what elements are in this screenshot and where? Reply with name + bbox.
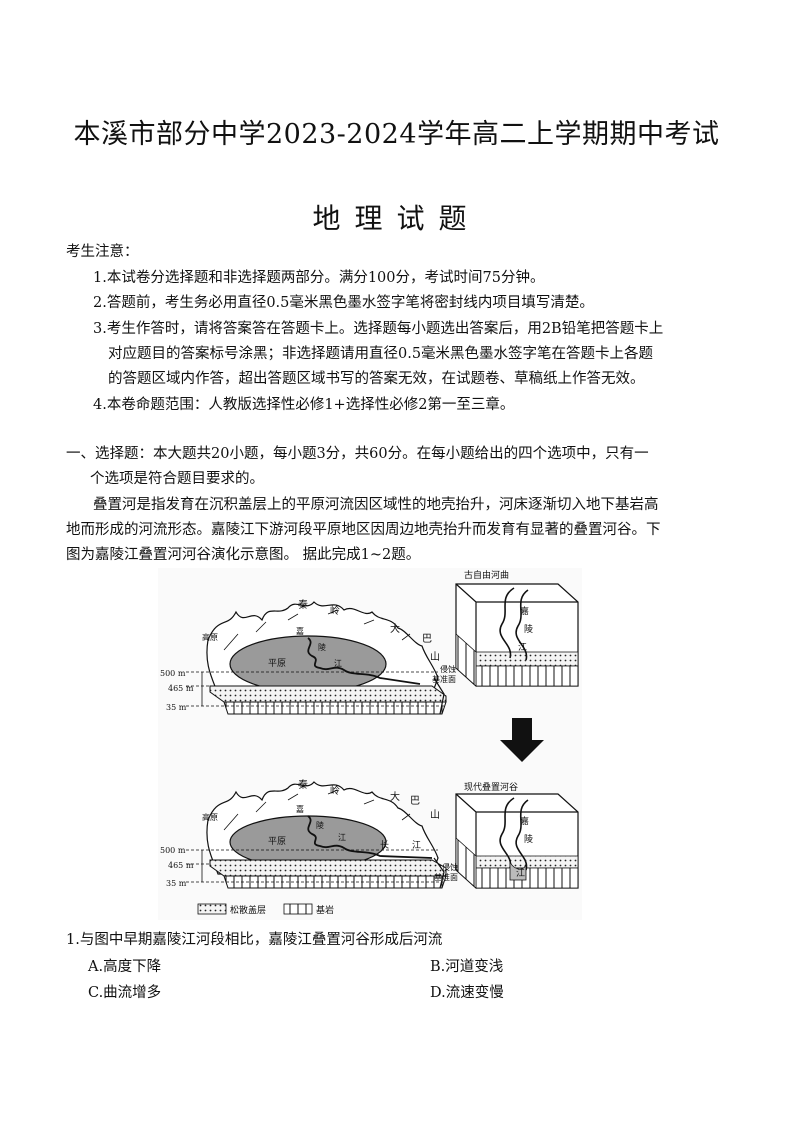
fig-label: 平原	[268, 658, 286, 669]
passage-line: 叠置河是指发育在沉积盖层上的平原河流因区域性的地壳抬升，河床逐渐切入地下基岩高	[93, 497, 659, 513]
fig-label: 江	[334, 659, 342, 668]
option-b: B.河道变浅	[430, 959, 504, 975]
section-heading-cont: 个选项是符合题目要求的。	[90, 471, 264, 487]
option-c: C.曲流增多	[88, 985, 162, 1001]
fig-label: 陵	[318, 643, 326, 652]
exam-title: 本溪市部分中学2023-2024学年高二上学期期中考试	[73, 119, 720, 150]
passage-line: 图为嘉陵江叠置河河谷演化示意图。 据此完成1~2题。	[66, 547, 421, 563]
base-label: 基准面	[432, 674, 456, 684]
base-label: 侵蚀	[440, 664, 456, 674]
fig-label: 巴	[422, 633, 432, 645]
base-label: 基准面	[434, 872, 458, 882]
legend-label: 松散盖层	[230, 904, 266, 916]
block-river-label: 陵	[524, 834, 533, 845]
notice-item: 2.答题前，考生务必用直径0.5毫米黑色墨水签字笔将密封线内项目填写清楚。	[93, 295, 594, 311]
fig-label: 嘉	[296, 804, 304, 814]
fig-label: 岭	[330, 604, 340, 617]
notice-item: 3.考生作答时，请将答案答在答题卡上。选择题每小题选出答案后，用2B铅笔把答题卡…	[93, 321, 664, 337]
section-heading: 一、选择题：本大题共20小题，每小题3分，共60分。在每小题给出的四个选项中，只…	[66, 446, 649, 462]
fig-label: 平原	[268, 836, 286, 847]
elevation-label: 35 m	[166, 879, 187, 888]
fig-label: 秦	[298, 778, 308, 791]
fig-label: 大	[390, 790, 400, 803]
elevation-label: 465 m	[168, 684, 194, 693]
block-river-label: 江	[518, 642, 527, 653]
elevation-label: 35 m	[166, 703, 187, 712]
fig-label: 江	[412, 840, 421, 851]
notice-item: 4.本卷命题范围：人教版选择性必修1+选择性必修2第一至三章。	[93, 397, 515, 413]
block-title: 古自由河曲	[464, 569, 509, 581]
block-river-label: 嘉	[520, 815, 529, 827]
fig-label: 嘉	[296, 626, 304, 636]
fig-label: 高原	[202, 812, 218, 822]
block-river-label: 陵	[524, 624, 533, 635]
subject-title: 地理试题	[312, 202, 481, 235]
fig-label: 大	[390, 622, 400, 635]
fig-label: 山	[430, 651, 440, 663]
legend-label: 基岩	[316, 904, 334, 916]
block-river-label: 江	[516, 868, 525, 879]
elevation-label: 500 m	[160, 846, 186, 855]
block-title: 现代叠置河谷	[464, 781, 518, 793]
arrow-down-icon	[500, 718, 544, 762]
jialing-river-evolution-diagram: 秦 岭 大 巴 山 高原 平原 嘉 陵 江 500 m 465 m 35 m 古…	[158, 568, 582, 920]
bottom-panel: 秦 岭 大 巴 山 高原 平原 嘉 陵 江 长 江 500 m 465 m 35…	[160, 778, 579, 889]
block-river-label: 嘉	[520, 605, 529, 617]
fig-label: 高原	[202, 632, 218, 642]
passage-line: 地而形成的河流形态。嘉陵江下游河段平原地区因周边地壳抬升而发育有显著的叠置河谷。…	[66, 522, 661, 538]
fig-label: 巴	[410, 795, 420, 807]
top-panel: 秦 岭 大 巴 山 高原 平原 嘉 陵 江 500 m 465 m 35 m 古…	[160, 569, 579, 715]
notice-item: 的答题区域内作答，超出答题区域书写的答案无效，在试题卷、草稿纸上作答无效。	[108, 371, 645, 387]
notice-item: 1.本试卷分选择题和非选择题两部分。满分100分，考试时间75分钟。	[93, 270, 545, 286]
elevation-label: 465 m	[168, 861, 194, 870]
figure-legend: 松散盖层 基岩	[197, 903, 334, 916]
fig-label: 秦	[298, 598, 308, 611]
notice-heading: 考生注意：	[66, 244, 139, 260]
elevation-label: 500 m	[160, 669, 186, 678]
question-stem: 1.与图中早期嘉陵江河段相比，嘉陵江叠置河谷形成后河流	[66, 932, 443, 948]
notice-item: 对应题目的答案标号涂黑；非选择题请用直径0.5毫米黑色墨水签字笔在答题卡上各题	[108, 346, 654, 362]
fig-label: 陵	[316, 821, 324, 830]
fig-label: 长	[380, 839, 389, 851]
fig-label: 岭	[330, 784, 340, 797]
option-a: A.高度下降	[88, 959, 162, 975]
fig-label: 山	[430, 809, 440, 821]
fig-label: 江	[338, 833, 346, 842]
base-label: 侵蚀	[442, 862, 458, 872]
option-d: D.流速变慢	[430, 985, 504, 1001]
